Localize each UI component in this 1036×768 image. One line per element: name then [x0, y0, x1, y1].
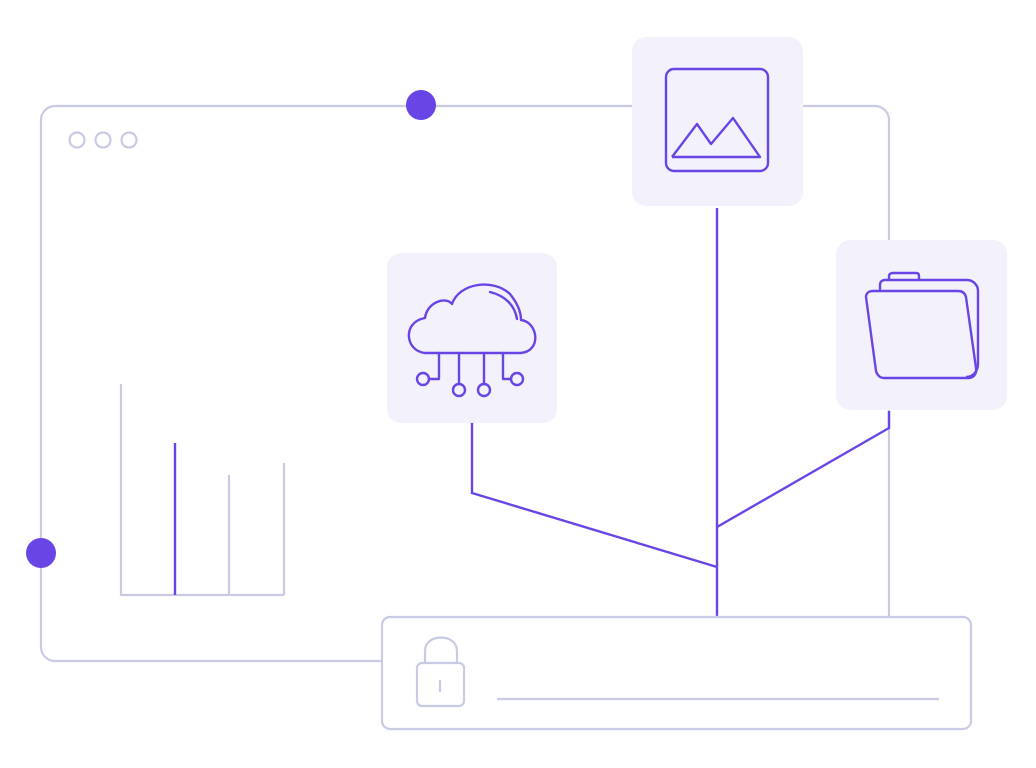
connector-cloud: [470, 423, 718, 569]
image-tile: [632, 37, 803, 206]
connector-lines: [470, 208, 891, 617]
folder-tile: [836, 240, 1007, 410]
folder-tile-bg: [836, 240, 1007, 410]
window-controls: [68, 131, 138, 149]
image-icon: [664, 67, 770, 173]
lock-icon: [415, 636, 466, 708]
cloud-network-icon: [407, 283, 537, 398]
folder-icon: [864, 271, 980, 380]
window-dot: [68, 131, 86, 149]
window-dot: [120, 131, 138, 149]
password-bar-frame: [380, 615, 973, 731]
accent-dot-top: [406, 90, 436, 120]
cloud-tile: [387, 253, 557, 423]
chart-axes: [119, 384, 284, 597]
window-dot: [94, 131, 112, 149]
password-bar: [380, 615, 973, 731]
accent-dot-left: [26, 538, 56, 568]
image-tile-bg: [632, 37, 803, 206]
connector-folder: [716, 411, 891, 529]
mini-bar-chart: [119, 384, 286, 597]
cloud-tile-bg: [387, 253, 557, 423]
